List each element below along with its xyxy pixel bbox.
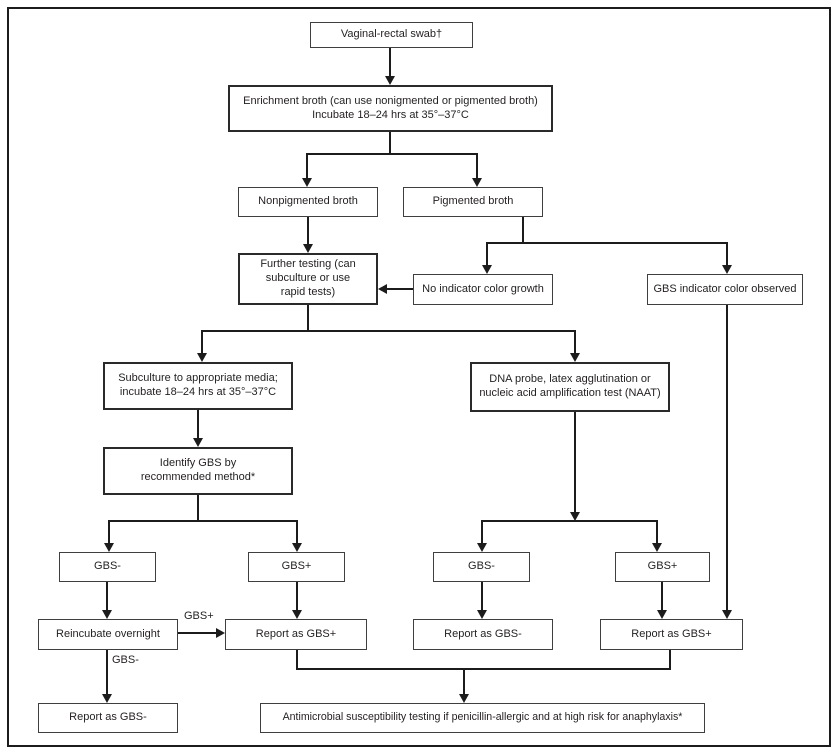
- edge-label-gbs-minus: GBS-: [111, 654, 140, 666]
- node-antimicrobial-susceptibility: Antimicrobial susceptibility testing if …: [260, 703, 705, 733]
- node-gbs-indicator-color-observed: GBS indicator color observed: [647, 274, 803, 305]
- connector-line: [108, 520, 298, 522]
- connector-line: [197, 410, 199, 439]
- connector-line: [463, 668, 465, 695]
- node-reincubate-overnight: Reincubate overnight: [38, 619, 178, 650]
- node-report-gbs-negative-bottom: Report as GBS-: [38, 703, 178, 733]
- connector-line: [306, 153, 478, 155]
- arrowhead-down: [652, 543, 662, 552]
- arrowhead-down: [385, 76, 395, 85]
- node-gbs-positive-culture: GBS+: [248, 552, 345, 582]
- node-report-gbs-positive-left: Report as GBS+: [225, 619, 367, 650]
- arrowhead-down: [472, 178, 482, 187]
- arrowhead-left: [378, 284, 387, 294]
- arrowhead-down: [197, 353, 207, 362]
- connector-line: [726, 242, 728, 266]
- arrowhead-down: [102, 694, 112, 703]
- connector-line: [574, 330, 576, 354]
- node-vaginal-rectal-swab: Vaginal-rectal swab†: [310, 22, 473, 48]
- node-no-indicator-color-growth: No indicator color growth: [413, 274, 553, 305]
- connector-line: [386, 288, 413, 290]
- connector-line: [661, 582, 663, 611]
- arrowhead-down: [722, 610, 732, 619]
- connector-line: [726, 305, 728, 611]
- node-gbs-negative-culture: GBS-: [59, 552, 156, 582]
- arrowhead-down: [292, 610, 302, 619]
- connector-line: [106, 650, 108, 695]
- figure-border: [7, 7, 831, 747]
- connector-line: [178, 632, 216, 634]
- arrowhead-down: [104, 543, 114, 552]
- node-report-gbs-positive-right: Report as GBS+: [600, 619, 743, 650]
- connector-line: [201, 330, 576, 332]
- node-gbs-negative-rapid: GBS-: [433, 552, 530, 582]
- connector-line: [307, 305, 309, 332]
- node-identify-gbs: Identify GBS by recommended method*: [103, 447, 293, 495]
- connector-line: [481, 520, 483, 544]
- connector-line: [486, 242, 488, 266]
- node-nonpigmented-broth: Nonpigmented broth: [238, 187, 378, 217]
- connector-line: [486, 242, 728, 244]
- arrowhead-down: [193, 438, 203, 447]
- connector-line: [481, 520, 658, 522]
- connector-line: [669, 650, 671, 670]
- node-dna-probe-naat: DNA probe, latex agglutination or nuclei…: [470, 362, 670, 412]
- arrowhead-down: [292, 543, 302, 552]
- edge-label-gbs-plus: GBS+: [183, 610, 215, 622]
- connector-line: [296, 520, 298, 544]
- node-gbs-positive-rapid: GBS+: [615, 552, 710, 582]
- connector-line: [296, 668, 671, 670]
- connector-line: [476, 153, 478, 179]
- connector-line: [656, 520, 658, 544]
- connector-line: [306, 153, 308, 179]
- connector-line: [201, 330, 203, 354]
- arrowhead-down: [482, 265, 492, 274]
- connector-line: [197, 495, 199, 522]
- arrowhead-down: [459, 694, 469, 703]
- arrowhead-down: [570, 512, 580, 521]
- node-report-gbs-negative-right: Report as GBS-: [413, 619, 553, 650]
- connector-line: [389, 132, 391, 155]
- node-pigmented-broth: Pigmented broth: [403, 187, 543, 217]
- connector-line: [481, 582, 483, 611]
- arrowhead-down: [570, 353, 580, 362]
- connector-line: [574, 412, 576, 512]
- node-enrichment-broth: Enrichment broth (can use nonigmented or…: [228, 85, 553, 132]
- arrowhead-down: [303, 244, 313, 253]
- connector-line: [522, 217, 524, 244]
- connector-line: [389, 48, 391, 77]
- arrowhead-down: [722, 265, 732, 274]
- connector-line: [296, 582, 298, 611]
- connector-line: [307, 217, 309, 245]
- arrowhead-down: [302, 178, 312, 187]
- arrowhead-right: [216, 628, 225, 638]
- node-subculture-media: Subculture to appropriate media; incubat…: [103, 362, 293, 410]
- arrowhead-down: [477, 543, 487, 552]
- arrowhead-down: [657, 610, 667, 619]
- connector-line: [108, 520, 110, 544]
- arrowhead-down: [102, 610, 112, 619]
- arrowhead-down: [477, 610, 487, 619]
- connector-line: [296, 650, 298, 670]
- node-further-testing: Further testing (can subculture or use r…: [238, 253, 378, 305]
- connector-line: [106, 582, 108, 611]
